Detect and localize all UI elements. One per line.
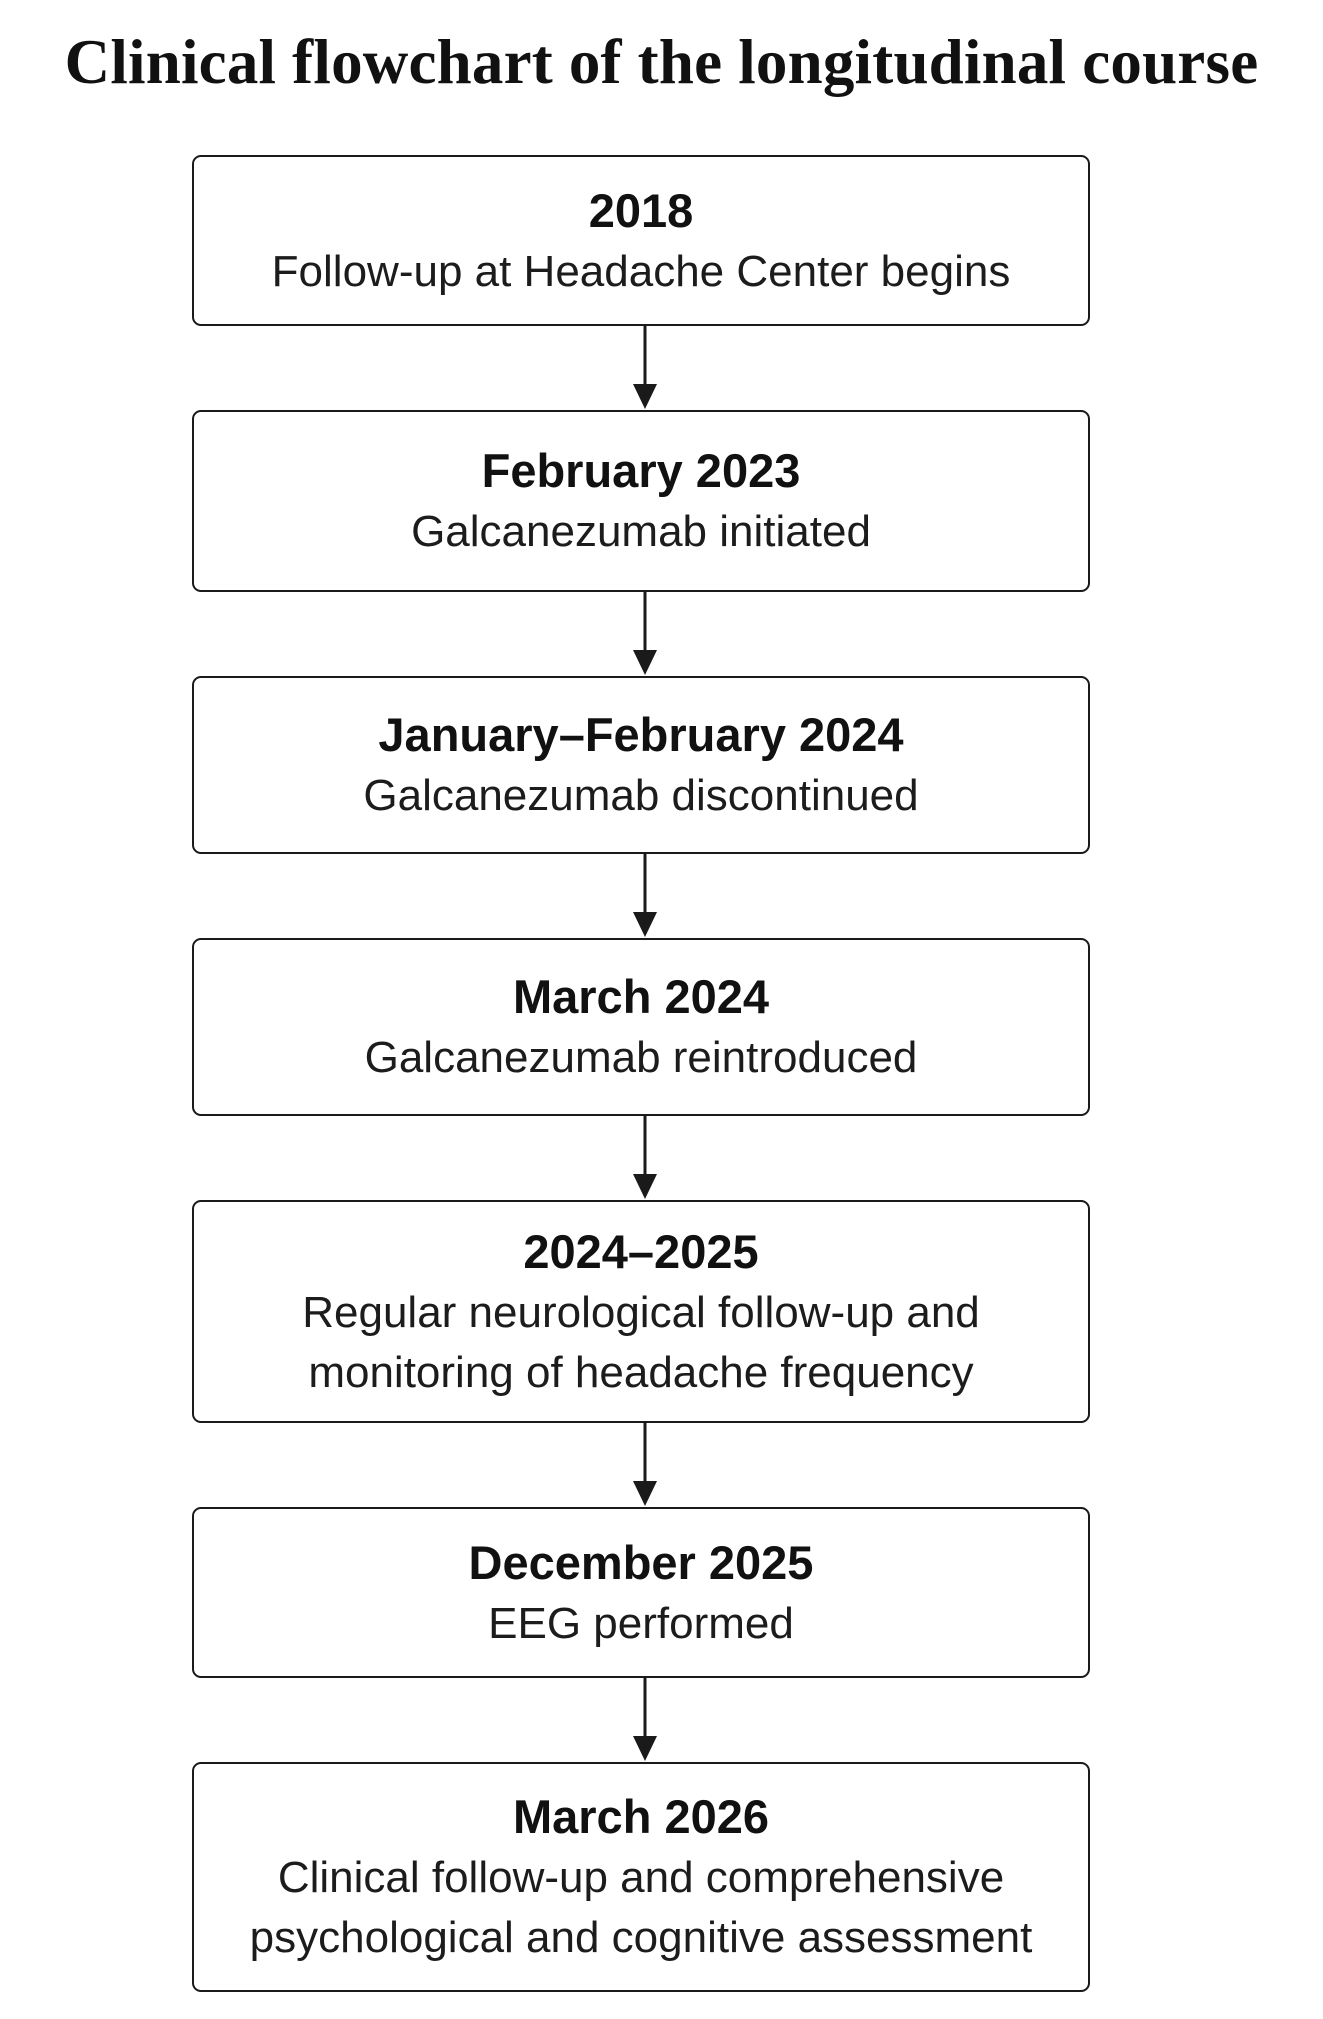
step-date: March 2026 [512, 1790, 770, 1843]
flow-arrow-down-icon [633, 1678, 657, 1761]
step-description: Galcanezumab reintroduced [364, 1033, 918, 1082]
flow-step-january-february-2024: January–February 2024 Galcanezumab disco… [192, 676, 1090, 854]
flow-step-december-2025: December 2025 EEG performed [192, 1507, 1090, 1678]
step-description: monitoring of headache frequency [308, 1347, 974, 1397]
diagram-title: Clinical flowchart of the longitudinal c… [64, 27, 1259, 97]
flow-arrow-down-icon [633, 592, 657, 675]
flow-step-march-2026: March 2026 Clinical follow-up and compre… [192, 1762, 1090, 1992]
step-description: EEG performed [488, 1598, 794, 1648]
flow-step-february-2023: February 2023 Galcanezumab initiated [192, 410, 1090, 592]
flow-arrow-down-icon [633, 1423, 657, 1506]
step-description: Galcanezumab discontinued [363, 771, 919, 820]
flow-arrow-down-icon [633, 1116, 657, 1199]
step-date: December 2025 [468, 1535, 814, 1589]
step-date: January–February 2024 [378, 708, 904, 761]
step-date: February 2023 [481, 444, 801, 497]
step-description: Regular neurological follow-up and [302, 1287, 980, 1337]
flow-step-2024-2025: 2024–2025 Regular neurological follow-up… [192, 1200, 1090, 1423]
step-date: 2018 [588, 183, 694, 237]
flow-arrow-down-icon [633, 854, 657, 937]
step-date: March 2024 [512, 970, 770, 1023]
step-description: Clinical follow-up and comprehensive [277, 1853, 1005, 1902]
step-description: Galcanezumab initiated [411, 507, 871, 556]
step-description: psychological and cognitive assessment [249, 1913, 1033, 1962]
flow-step-march-2024: March 2024 Galcanezumab reintroduced [192, 938, 1090, 1116]
flow-step-2018: 2018 Follow-up at Headache Center begins [192, 155, 1090, 326]
flow-arrow-down-icon [633, 326, 657, 409]
step-description: Follow-up at Headache Center begins [271, 246, 1011, 296]
step-date: 2024–2025 [523, 1224, 759, 1278]
